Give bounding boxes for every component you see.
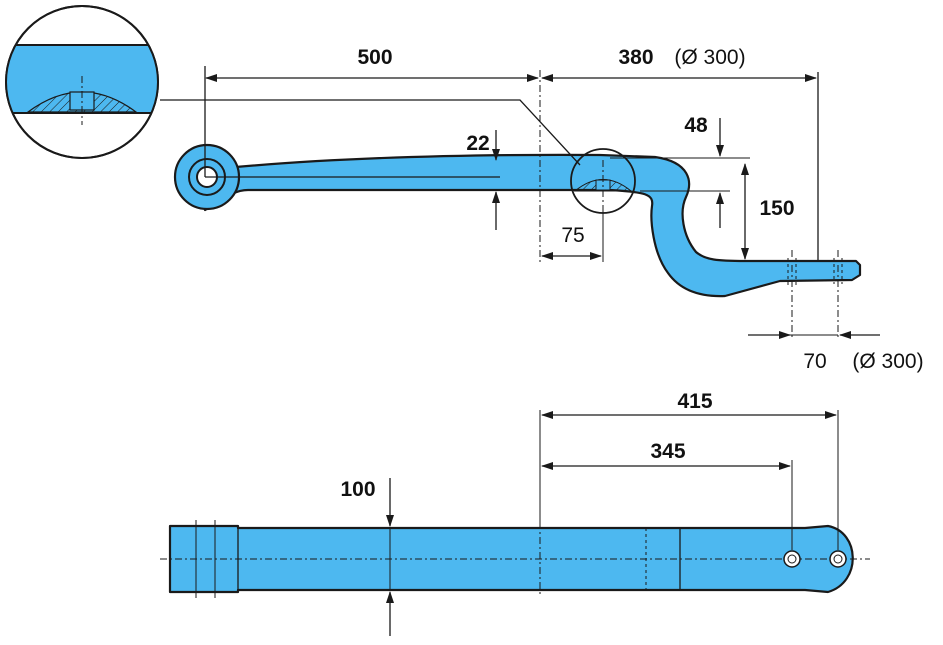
dim-70-dia-note: (Ø 300) bbox=[852, 350, 923, 373]
dim-380-dia-note: (Ø 300) bbox=[674, 46, 745, 69]
top-view: 415 345 100 bbox=[160, 390, 870, 636]
dim-500-label: 500 bbox=[357, 46, 392, 69]
magnified-detail bbox=[5, 5, 159, 159]
spring-leaf-side bbox=[203, 153, 862, 298]
dim-70-label: 70 bbox=[803, 350, 826, 373]
mounting-hole-2 bbox=[829, 550, 847, 568]
dim-380-label: 380 bbox=[618, 46, 653, 69]
dim-150-label: 150 bbox=[759, 197, 794, 220]
side-view: 500 380 (Ø 300) 22 48 150 75 70 (Ø 300) bbox=[5, 5, 924, 373]
mounting-hole-1 bbox=[783, 550, 801, 568]
dim-100-label: 100 bbox=[340, 478, 375, 501]
dim-75-label: 75 bbox=[561, 224, 584, 247]
dim-48-label: 48 bbox=[684, 114, 708, 137]
dim-345-label: 345 bbox=[650, 440, 685, 463]
dim-22-label: 22 bbox=[466, 132, 489, 155]
dim-415-label: 415 bbox=[677, 390, 712, 413]
